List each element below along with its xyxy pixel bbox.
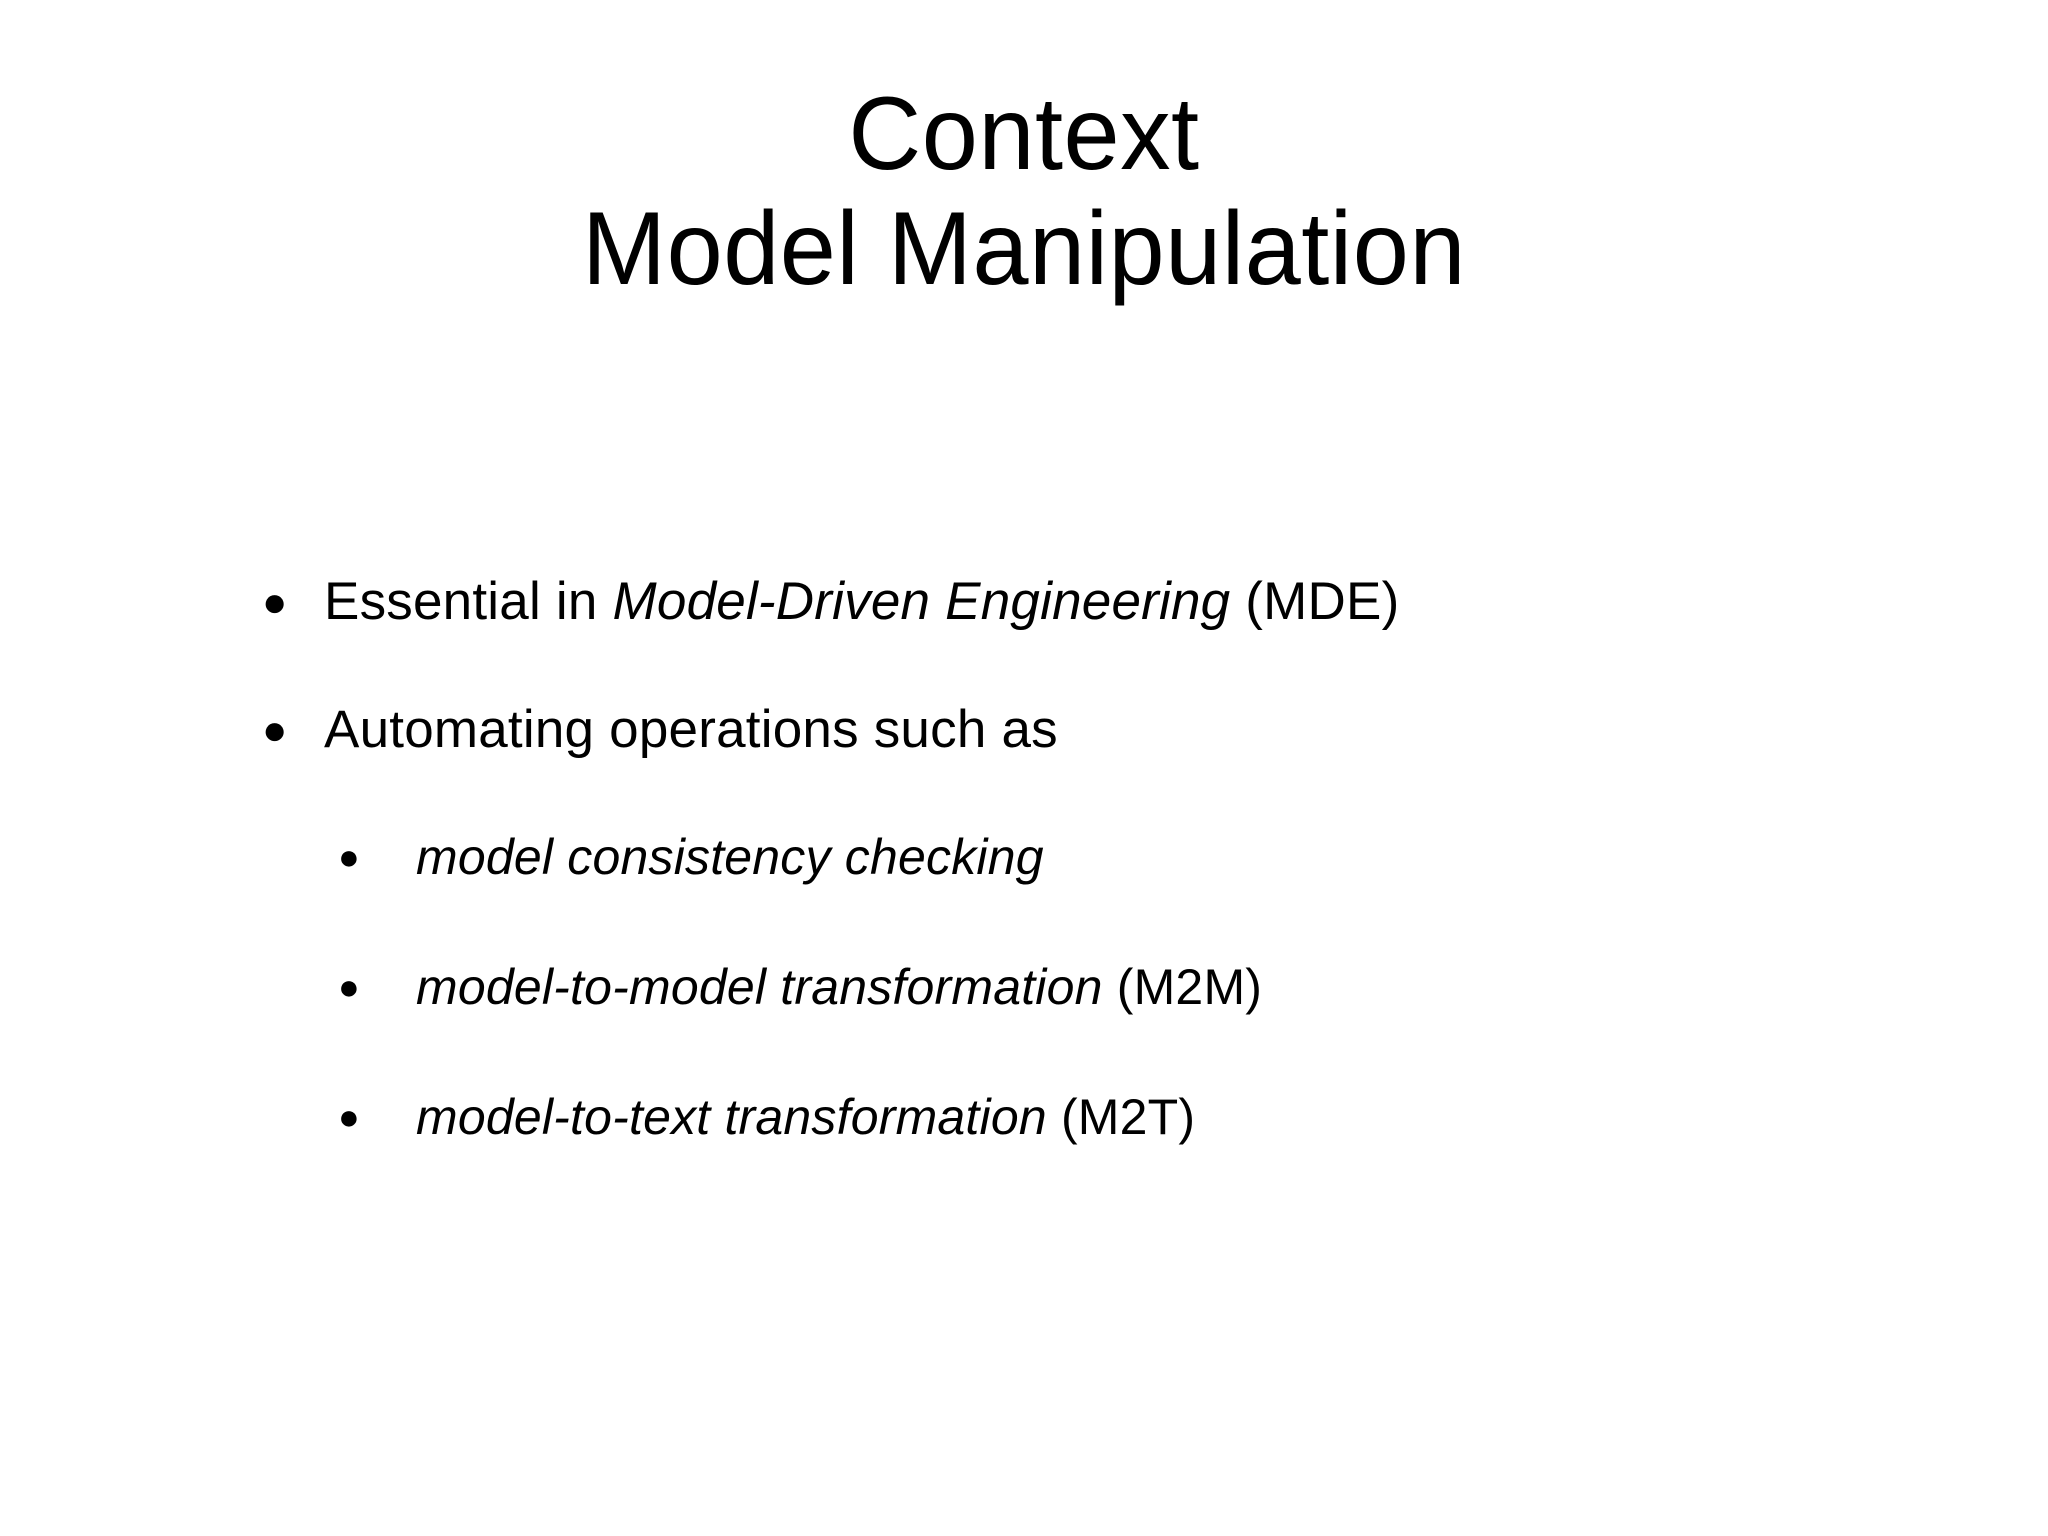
bullet-segment-acronym: (M2M) [1102, 959, 1263, 1015]
bullet-text: Essential in Model-Driven Engineering (M… [324, 565, 1399, 639]
bullet-segment-acronym: (M2T) [1046, 1089, 1196, 1145]
slide-title: Context Model Manipulation [0, 78, 2048, 308]
bullet-segment-emphasis: Model-Driven Engineering [612, 572, 1231, 631]
bullet-text: Automating operations such as [324, 693, 1058, 767]
bullet-dot-icon: ● [338, 836, 360, 877]
sub-bullet-item-model-to-model: ● model-to-model transformation (M2M) [0, 951, 2048, 1081]
bullet-segment-acronym: (MDE) [1230, 572, 1400, 631]
bullet-segment-emphasis: model-to-text transformation [416, 1089, 1047, 1145]
bullet-dot-icon: ● [338, 1096, 360, 1137]
bullet-segment-emphasis: model-to-model transformation [416, 959, 1103, 1015]
bullet-dot-icon: ● [338, 966, 360, 1007]
bullet-item-automating-operations: ● Automating operations such as [0, 693, 2048, 821]
bullet-item-essential-mde: ● Essential in Model-Driven Engineering … [0, 565, 2048, 693]
bullet-segment: Automating operations such as [324, 700, 1058, 759]
sub-bullet-text: model-to-model transformation (M2M) [416, 951, 1262, 1023]
title-line-secondary: Model Manipulation [582, 191, 1466, 307]
sub-bullet-text: model-to-text transformation (M2T) [416, 1081, 1195, 1153]
sub-bullet-item-consistency-checking: ● model consistency checking [0, 821, 2048, 951]
sub-bullet-text: model consistency checking [416, 821, 1044, 893]
bullet-dot-icon: ● [262, 706, 288, 753]
bullet-segment-emphasis: model consistency checking [416, 829, 1044, 885]
bullet-dot-icon: ● [262, 578, 288, 625]
bullet-segment: Essential in [324, 572, 613, 631]
sub-bullet-item-model-to-text: ● model-to-text transformation (M2T) [0, 1081, 2048, 1211]
title-line-primary: Context [848, 76, 1200, 192]
slide-body-bullet-list: ● Essential in Model-Driven Engineering … [0, 565, 2048, 1211]
